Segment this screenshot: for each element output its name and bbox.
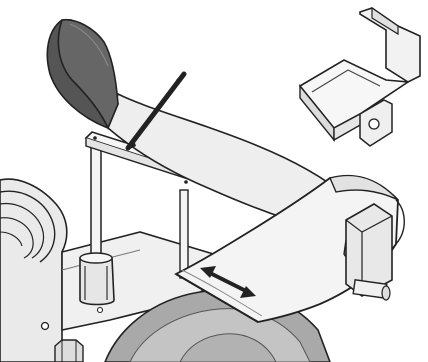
- guide-post: [80, 140, 114, 305]
- clamp-block: [346, 204, 392, 300]
- jig-bracket-icon: [300, 8, 420, 146]
- guide-post-rear: [180, 190, 188, 278]
